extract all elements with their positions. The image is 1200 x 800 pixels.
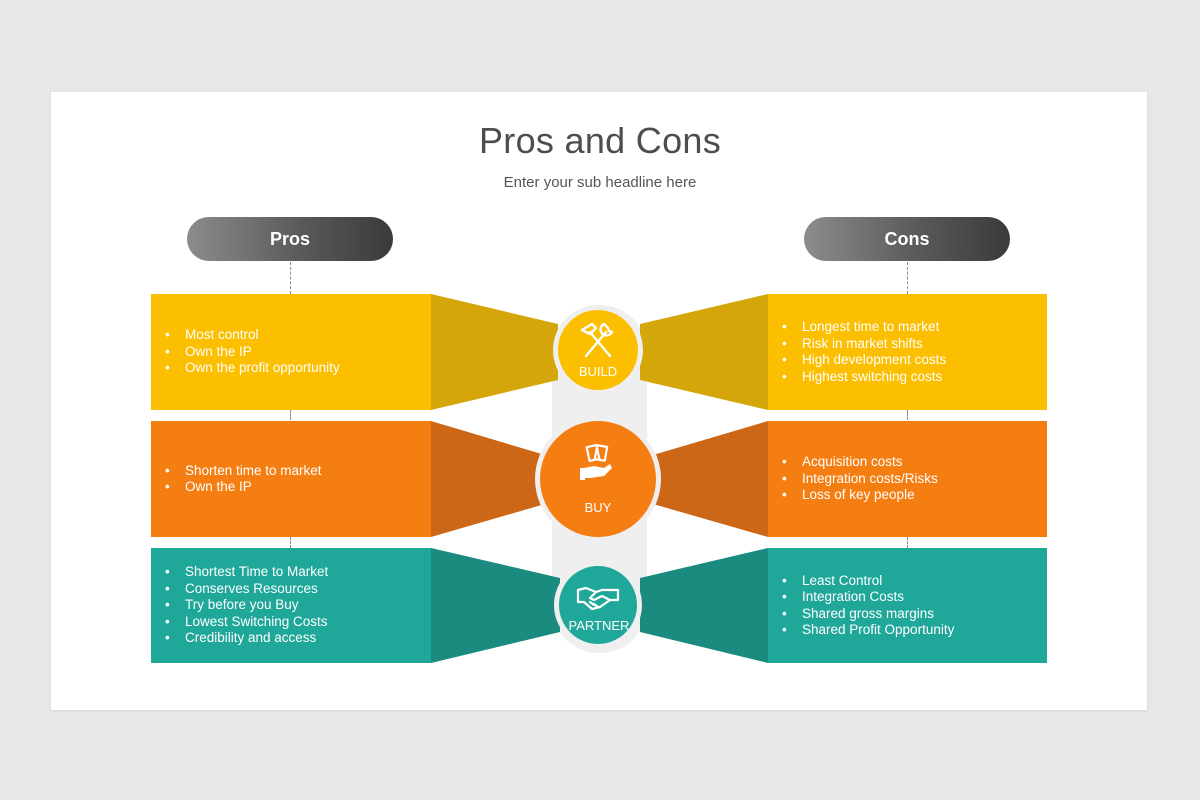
- partner-node: [559, 566, 637, 644]
- build-pros-item: Own the IP: [165, 344, 340, 361]
- buy-cons-text: Acquisition costsIntegration costs/Risks…: [768, 421, 1048, 537]
- buy-node-label: BUY: [584, 500, 612, 515]
- money-hand-icon: [580, 444, 612, 480]
- buy-pros-list: Shorten time to marketOwn the IP: [151, 463, 322, 496]
- build-cons-item: Risk in market shifts: [782, 336, 946, 353]
- build-cons-item: Longest time to market: [782, 319, 946, 336]
- buy-pros-item: Shorten time to market: [165, 463, 321, 480]
- partner-pros-item: Credibility and access: [165, 630, 328, 647]
- hammer-wrench-icon: [580, 322, 614, 358]
- build-pros-item: Own the profit opportunity: [165, 360, 340, 377]
- partner-cons-item: Shared Profit Opportunity: [782, 622, 954, 639]
- build-node-label: BUILD: [578, 364, 618, 379]
- page-title: Pros and Cons: [478, 120, 722, 161]
- partner-pros-list: Shortest Time to MarketConserves Resourc…: [151, 564, 328, 647]
- build-cons-text: Longest time to marketRisk in market shi…: [768, 294, 1048, 410]
- partner-pros-funnel: [431, 548, 560, 663]
- handshake-icon: [576, 586, 620, 611]
- partner-node-label: PARTNER: [568, 618, 630, 633]
- build-pros-funnel: [431, 294, 558, 410]
- pros-connector: [290, 410, 291, 420]
- page-subtitle: Enter your sub headline here: [503, 174, 697, 191]
- buy-node: [540, 421, 656, 537]
- buy-cons-item: Integration costs/Risks: [782, 471, 938, 488]
- buy-cons-funnel: [653, 421, 768, 537]
- cons-connector: [907, 262, 908, 294]
- buy-cons-item: Loss of key people: [782, 487, 938, 504]
- build-pros-item: Most control: [165, 327, 340, 344]
- pros-connector: [290, 537, 291, 548]
- cons-header: Cons: [804, 217, 1010, 261]
- buy-cons-list: Acquisition costsIntegration costs/Risks…: [768, 454, 938, 504]
- pros-connector: [290, 262, 291, 294]
- build-cons-item: Highest switching costs: [782, 369, 946, 386]
- build-pros-text: Most controlOwn the IPOwn the profit opp…: [151, 294, 431, 410]
- partner-cons-item: Least Control: [782, 573, 954, 590]
- partner-cons-text: Least ControlIntegration CostsShared gro…: [768, 548, 1048, 663]
- partner-cons-funnel: [640, 548, 768, 663]
- build-cons-funnel: [640, 294, 768, 410]
- buy-cons-item: Acquisition costs: [782, 454, 938, 471]
- partner-pros-item: Conserves Resources: [165, 581, 328, 598]
- build-cons-item: High development costs: [782, 352, 946, 369]
- partner-pros-text: Shortest Time to MarketConserves Resourc…: [151, 548, 431, 663]
- partner-pros-item: Lowest Switching Costs: [165, 614, 328, 631]
- build-node: [558, 310, 638, 390]
- cons-connector: [907, 537, 908, 548]
- pros-header: Pros: [187, 217, 393, 261]
- partner-cons-item: Integration Costs: [782, 589, 954, 606]
- partner-cons-item: Shared gross margins: [782, 606, 954, 623]
- build-cons-list: Longest time to marketRisk in market shi…: [768, 319, 946, 385]
- partner-pros-item: Try before you Buy: [165, 597, 328, 614]
- buy-pros-funnel: [431, 421, 545, 537]
- cons-connector: [907, 410, 908, 420]
- buy-pros-text: Shorten time to marketOwn the IP: [151, 421, 431, 537]
- partner-pros-item: Shortest Time to Market: [165, 564, 328, 581]
- partner-cons-list: Least ControlIntegration CostsShared gro…: [768, 573, 954, 639]
- build-pros-list: Most controlOwn the IPOwn the profit opp…: [151, 327, 340, 377]
- buy-pros-item: Own the IP: [165, 479, 322, 496]
